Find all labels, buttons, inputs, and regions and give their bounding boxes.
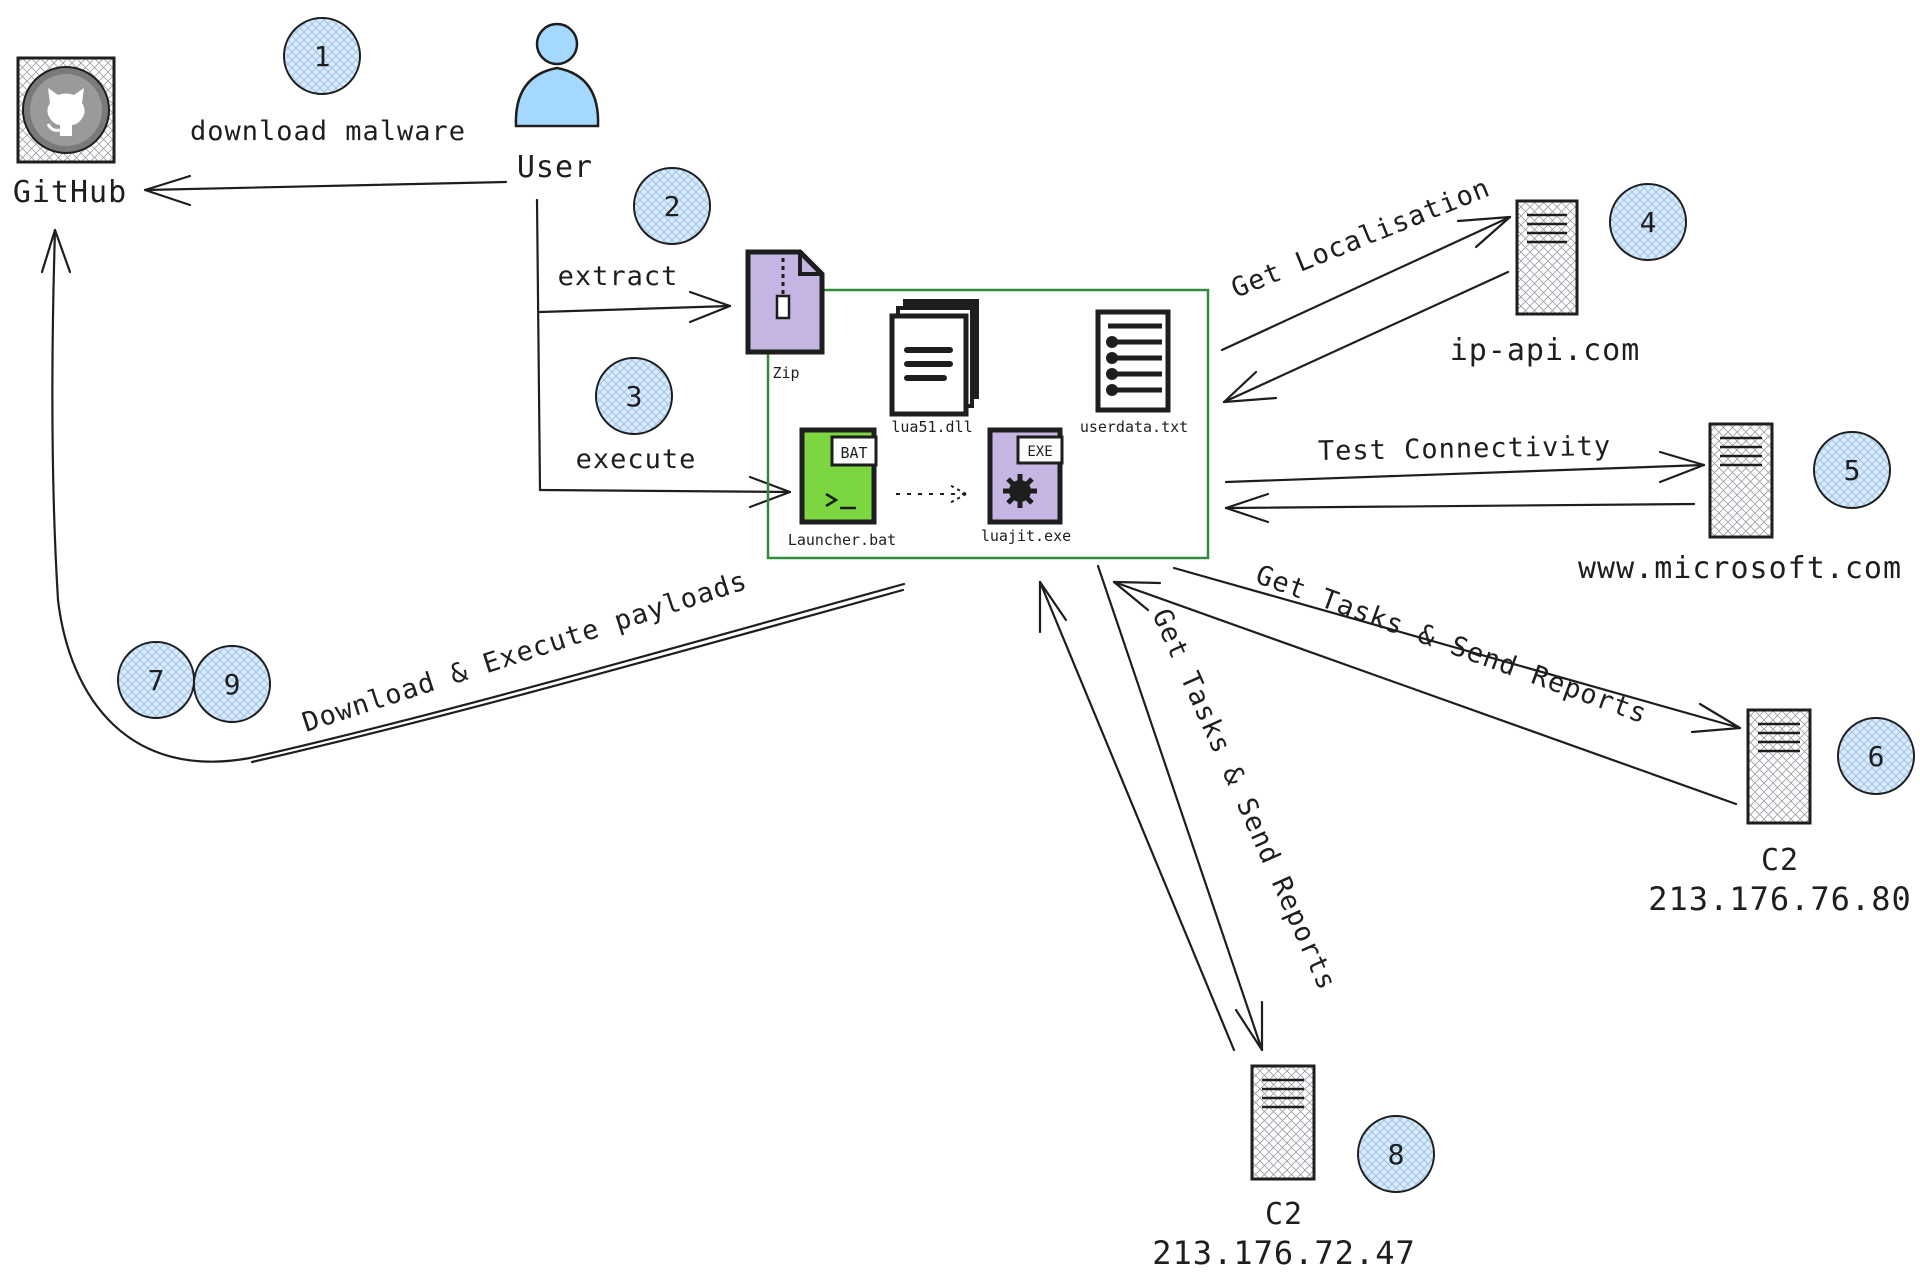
- test-connectivity-back: [1224, 502, 1696, 510]
- ipapi-node: ip-api.com: [1450, 199, 1641, 368]
- edge-user-branch: extract execute: [535, 198, 792, 509]
- ipapi-label: ip-api.com: [1450, 333, 1641, 368]
- step-badge-6: 6: [1837, 717, 1915, 795]
- microsoft-label: www.microsoft.com: [1578, 551, 1902, 586]
- download-execute-line-2: [250, 588, 905, 764]
- lua-dll-file: lua51.dll: [889, 299, 979, 436]
- exe-tag: EXE: [1027, 444, 1052, 460]
- step-badge-9: 9: [193, 645, 271, 723]
- extract-label: extract: [558, 261, 679, 292]
- server-icon: [1708, 422, 1774, 539]
- test-connectivity-label: Test Connectivity: [1318, 431, 1612, 467]
- microsoft-node: www.microsoft.com: [1578, 422, 1902, 586]
- github-octocat-icon: [22, 66, 110, 154]
- c2-b-ip: 213.176.72.47: [1152, 1234, 1415, 1272]
- c2-a-tasks-back: [1112, 580, 1738, 806]
- c2-a-tasks-back-arrowhead: [1112, 580, 1162, 612]
- get-localisation-back-arrowhead: [1222, 370, 1278, 404]
- userdata-file: userdata.txt: [1080, 309, 1188, 436]
- server-icon: [1250, 1064, 1316, 1181]
- c2-a-node: C2 213.176.76.80: [1648, 708, 1911, 918]
- luajit-label: luajit.exe: [981, 527, 1071, 545]
- download-execute-arrowhead: [40, 228, 72, 274]
- server-icon: [1746, 708, 1812, 825]
- download-malware-label: download malware: [190, 116, 466, 147]
- step-number: 7: [148, 664, 165, 697]
- edge-download-malware: download malware: [143, 116, 508, 207]
- execute-line: [538, 488, 792, 494]
- step-badge-8: 8: [1357, 1115, 1435, 1193]
- step-badge-3: 3: [595, 357, 673, 435]
- step-number: 5: [1844, 454, 1861, 487]
- launcher-label: Launcher.bat: [788, 531, 896, 549]
- c2-a-ip: 213.176.76.80: [1648, 880, 1911, 918]
- test-connectivity-out: [1224, 463, 1706, 484]
- malware-package-box: Zip lua51.dll userdata.txt BAT Launch: [745, 249, 1210, 560]
- step-number: 6: [1868, 740, 1885, 773]
- step-badge-1: 1: [283, 17, 361, 95]
- lua-dll-label: lua51.dll: [891, 418, 972, 436]
- download-malware-arrowhead: [143, 174, 192, 207]
- c2-b-node: C2 213.176.72.47: [1152, 1064, 1415, 1272]
- extract-arrowhead: [688, 290, 732, 324]
- step-badge-5: 5: [1813, 431, 1891, 509]
- c2-b-tasks-label: Get Tasks & Send Reports: [1146, 604, 1343, 995]
- step-number: 2: [664, 190, 681, 223]
- c2-b-label: C2: [1265, 1197, 1303, 1232]
- user-person-icon: [514, 22, 600, 128]
- github-node: GitHub: [13, 56, 127, 210]
- c2-b-tasks-back-arrowhead: [1038, 580, 1068, 634]
- launcher-file: BAT Launcher.bat: [788, 427, 896, 549]
- download-execute-line: [51, 228, 906, 763]
- github-label: GitHub: [13, 175, 127, 210]
- bat-tag: BAT: [840, 444, 867, 462]
- download-execute-label: Download & Execute payloads: [299, 565, 752, 738]
- edge-test-connectivity: Test Connectivity: [1224, 431, 1706, 524]
- extract-line: [538, 304, 732, 314]
- step-badge-7: 7: [117, 641, 195, 719]
- step-badge-2: 2: [633, 167, 711, 245]
- step-number: 9: [224, 668, 241, 701]
- user-label: User: [517, 150, 593, 185]
- launcher-to-luajit-arrow: [896, 483, 967, 505]
- server-icon: [1515, 199, 1579, 316]
- get-localisation-label: Get Localisation: [1227, 172, 1495, 304]
- user-node: User: [514, 22, 600, 185]
- c2-a-tasks-out: [1172, 566, 1742, 730]
- step-number: 4: [1640, 206, 1657, 239]
- c2-a-tasks-out-arrowhead: [1690, 702, 1742, 734]
- test-connectivity-back-arrowhead: [1224, 492, 1270, 524]
- c2-a-label: C2: [1761, 843, 1799, 878]
- c2-b-tasks-out-arrowhead: [1234, 1000, 1264, 1052]
- luajit-file: EXE luajit.exe: [981, 427, 1071, 545]
- zip-label: Zip: [772, 364, 799, 382]
- package-frame: [766, 288, 1210, 560]
- get-localisation-back: [1222, 270, 1510, 404]
- zip-file: Zip: [745, 249, 825, 382]
- download-malware-line: [143, 180, 508, 192]
- get-localisation-out-arrowhead: [1456, 215, 1512, 249]
- step-number: 8: [1388, 1138, 1405, 1171]
- test-connectivity-out-arrowhead: [1658, 450, 1706, 484]
- c2-b-tasks-back: [1038, 580, 1236, 1052]
- step-badge-4: 4: [1609, 183, 1687, 261]
- step-number: 1: [314, 40, 331, 73]
- execute-arrowhead: [748, 475, 792, 509]
- get-localisation-out: [1220, 215, 1512, 352]
- user-branch-trunk: [535, 198, 542, 492]
- execute-label: execute: [576, 444, 697, 475]
- step-number: 3: [626, 380, 643, 413]
- c2-b-tasks-out: [1096, 564, 1264, 1052]
- userdata-label: userdata.txt: [1080, 418, 1188, 436]
- edge-c2-b-tasks: Get Tasks & Send Reports: [1038, 564, 1343, 1052]
